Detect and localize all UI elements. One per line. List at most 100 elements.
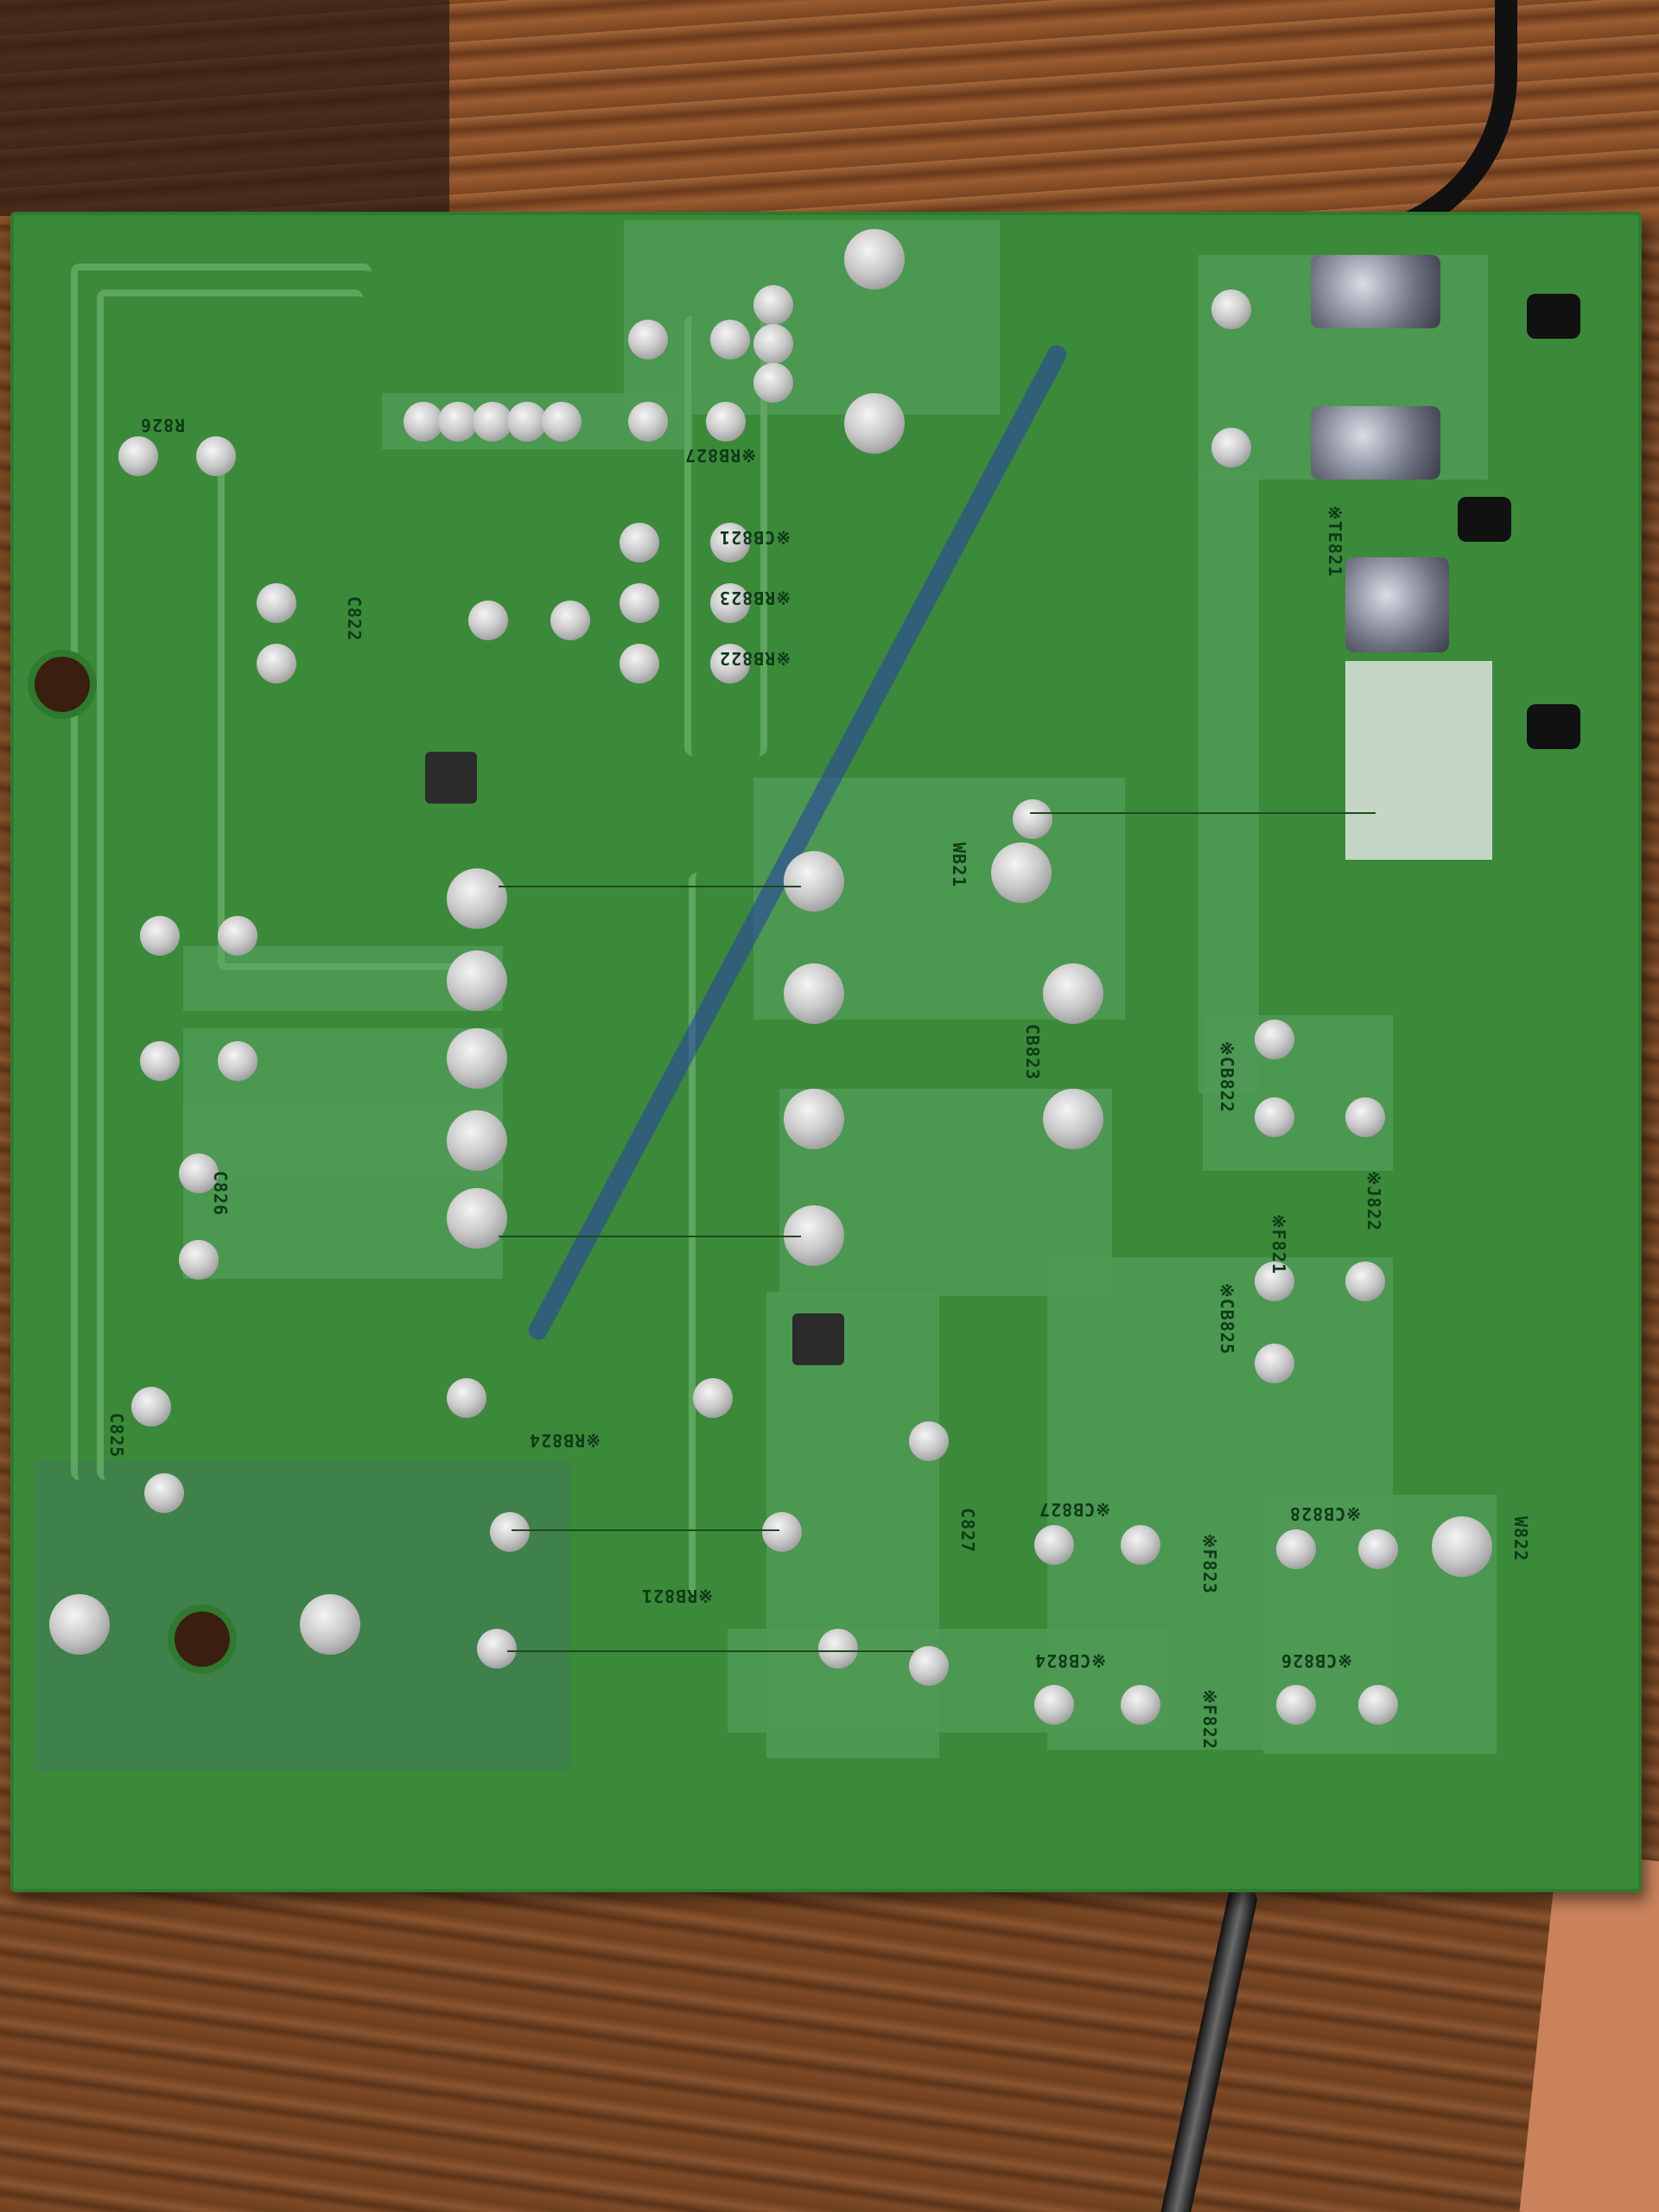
- solder-joint: [1276, 1685, 1316, 1725]
- label-wb21: WB21: [949, 842, 969, 888]
- solder-joint: [706, 402, 746, 442]
- solder-joint: [1043, 963, 1103, 1024]
- label-cb822: ※CB822: [1217, 1041, 1237, 1113]
- label-c825: C825: [106, 1413, 127, 1459]
- solder-joint: [710, 320, 750, 359]
- solder-joint: [179, 1154, 219, 1193]
- solder-joint: [628, 402, 668, 442]
- silkscreen-line: [1030, 812, 1376, 814]
- solder-joint: [140, 916, 180, 956]
- solder-joint: [844, 229, 905, 289]
- label-r826: R826: [140, 415, 186, 435]
- label-c827: C827: [957, 1508, 978, 1554]
- solder-joint: [784, 963, 844, 1024]
- silkscreen-line: [507, 1650, 913, 1652]
- trace-vertical-center: [684, 315, 767, 756]
- label-cb827: ※CB827: [1039, 1499, 1110, 1520]
- solder-joint: [404, 402, 443, 442]
- solder-joint: [753, 363, 793, 403]
- silkscreen-line: [499, 1236, 801, 1237]
- large-solder-pad-2: [1311, 406, 1440, 480]
- silkscreen-line: [499, 886, 801, 887]
- mounting-hole-bottom: [175, 1611, 230, 1667]
- mounting-hole-left: [35, 657, 90, 712]
- silkscreen-line: [512, 1529, 779, 1531]
- solder-joint: [257, 644, 296, 683]
- circuit-board: R826 ※CB821 ※RB823 ※RB822 ※RB827 ※TE821 …: [10, 212, 1642, 1892]
- label-f822: ※F822: [1199, 1689, 1220, 1750]
- solder-joint: [1358, 1685, 1398, 1725]
- label-c826: C826: [210, 1171, 231, 1217]
- solder-joint: [784, 1089, 844, 1149]
- solder-joint: [1211, 428, 1251, 467]
- label-cb825: ※CB825: [1217, 1283, 1237, 1355]
- label-c822: C822: [344, 596, 365, 642]
- label-cb824: ※CB824: [1034, 1650, 1106, 1671]
- solder-joint: [49, 1594, 110, 1655]
- solder-joint: [753, 324, 793, 364]
- label-te821: ※TE821: [1325, 505, 1345, 577]
- solder-joint: [753, 285, 793, 325]
- solder-joint: [1345, 1097, 1385, 1137]
- solder-joint: [1211, 289, 1251, 329]
- solder-joint: [784, 851, 844, 912]
- large-solder-pad-1: [1311, 255, 1440, 328]
- solder-joint: [447, 1110, 507, 1171]
- trace-mid: [218, 445, 484, 970]
- solder-joint: [620, 644, 659, 683]
- black-component-1: [1527, 294, 1580, 339]
- large-solder-pad-3: [1345, 557, 1449, 652]
- solder-joint: [1121, 1525, 1160, 1565]
- shadow-area: [0, 0, 449, 216]
- solder-joint: [620, 523, 659, 563]
- trace-left-outer: [71, 264, 372, 1480]
- solder-joint: [693, 1378, 733, 1418]
- label-w822: W822: [1510, 1516, 1531, 1562]
- solder-joint: [991, 842, 1052, 903]
- label-rb824: ※RB824: [529, 1430, 601, 1451]
- solder-joint: [257, 583, 296, 623]
- solder-joint: [620, 583, 659, 623]
- solder-joint: [628, 320, 668, 359]
- solder-joint: [179, 1240, 219, 1280]
- label-rb822: ※RB822: [719, 648, 791, 669]
- solder-joint: [1034, 1685, 1074, 1725]
- solder-joint: [447, 868, 507, 929]
- label-f821: ※F821: [1268, 1214, 1289, 1274]
- solder-joint: [1034, 1525, 1074, 1565]
- solder-joint: [477, 1629, 517, 1669]
- label-cb823: CB823: [1022, 1024, 1043, 1081]
- trace-left-inner: [97, 289, 363, 1480]
- solder-joint: [447, 1188, 507, 1249]
- solder-joint: [909, 1646, 949, 1686]
- solder-joint: [438, 402, 478, 442]
- solder-joint: [1255, 1097, 1294, 1137]
- solder-joint: [1358, 1529, 1398, 1569]
- solder-joint: [490, 1512, 530, 1552]
- solder-joint: [710, 583, 750, 623]
- label-cb821: ※CB821: [719, 527, 791, 548]
- solder-joint: [140, 1041, 180, 1081]
- solder-joint: [542, 402, 582, 442]
- solder-joint: [550, 601, 590, 640]
- ground-pad-top: [624, 220, 1000, 415]
- solder-joint: [218, 1041, 257, 1081]
- solder-joint: [447, 1028, 507, 1089]
- label-j822: ※J822: [1363, 1171, 1384, 1231]
- solder-joint: [1121, 1685, 1160, 1725]
- solder-joint: [118, 436, 158, 476]
- solder-joint: [818, 1629, 858, 1669]
- solder-joint: [1255, 1262, 1294, 1301]
- solder-joint: [300, 1594, 360, 1655]
- solder-joint: [196, 436, 236, 476]
- solder-joint: [762, 1512, 802, 1552]
- solder-joint: [144, 1473, 184, 1513]
- black-component-2: [1458, 497, 1511, 542]
- cb822-pad: [1203, 1015, 1393, 1171]
- black-component-3: [1527, 704, 1580, 749]
- solder-joint: [1276, 1529, 1316, 1569]
- solder-joint: [447, 950, 507, 1011]
- label-rb827: ※RB827: [684, 445, 756, 466]
- solder-joint: [1013, 799, 1052, 839]
